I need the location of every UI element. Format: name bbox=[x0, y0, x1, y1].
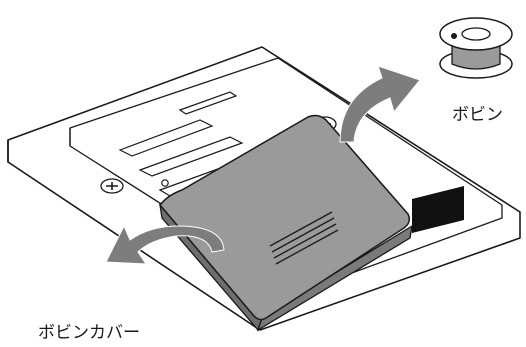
bobbin-icon bbox=[440, 18, 512, 78]
bobbin-cover-label: ボビンカバー bbox=[38, 318, 140, 343]
bobbin-label: ボビン bbox=[452, 100, 503, 125]
needle-hole bbox=[162, 180, 168, 186]
screw-icon bbox=[101, 179, 123, 193]
